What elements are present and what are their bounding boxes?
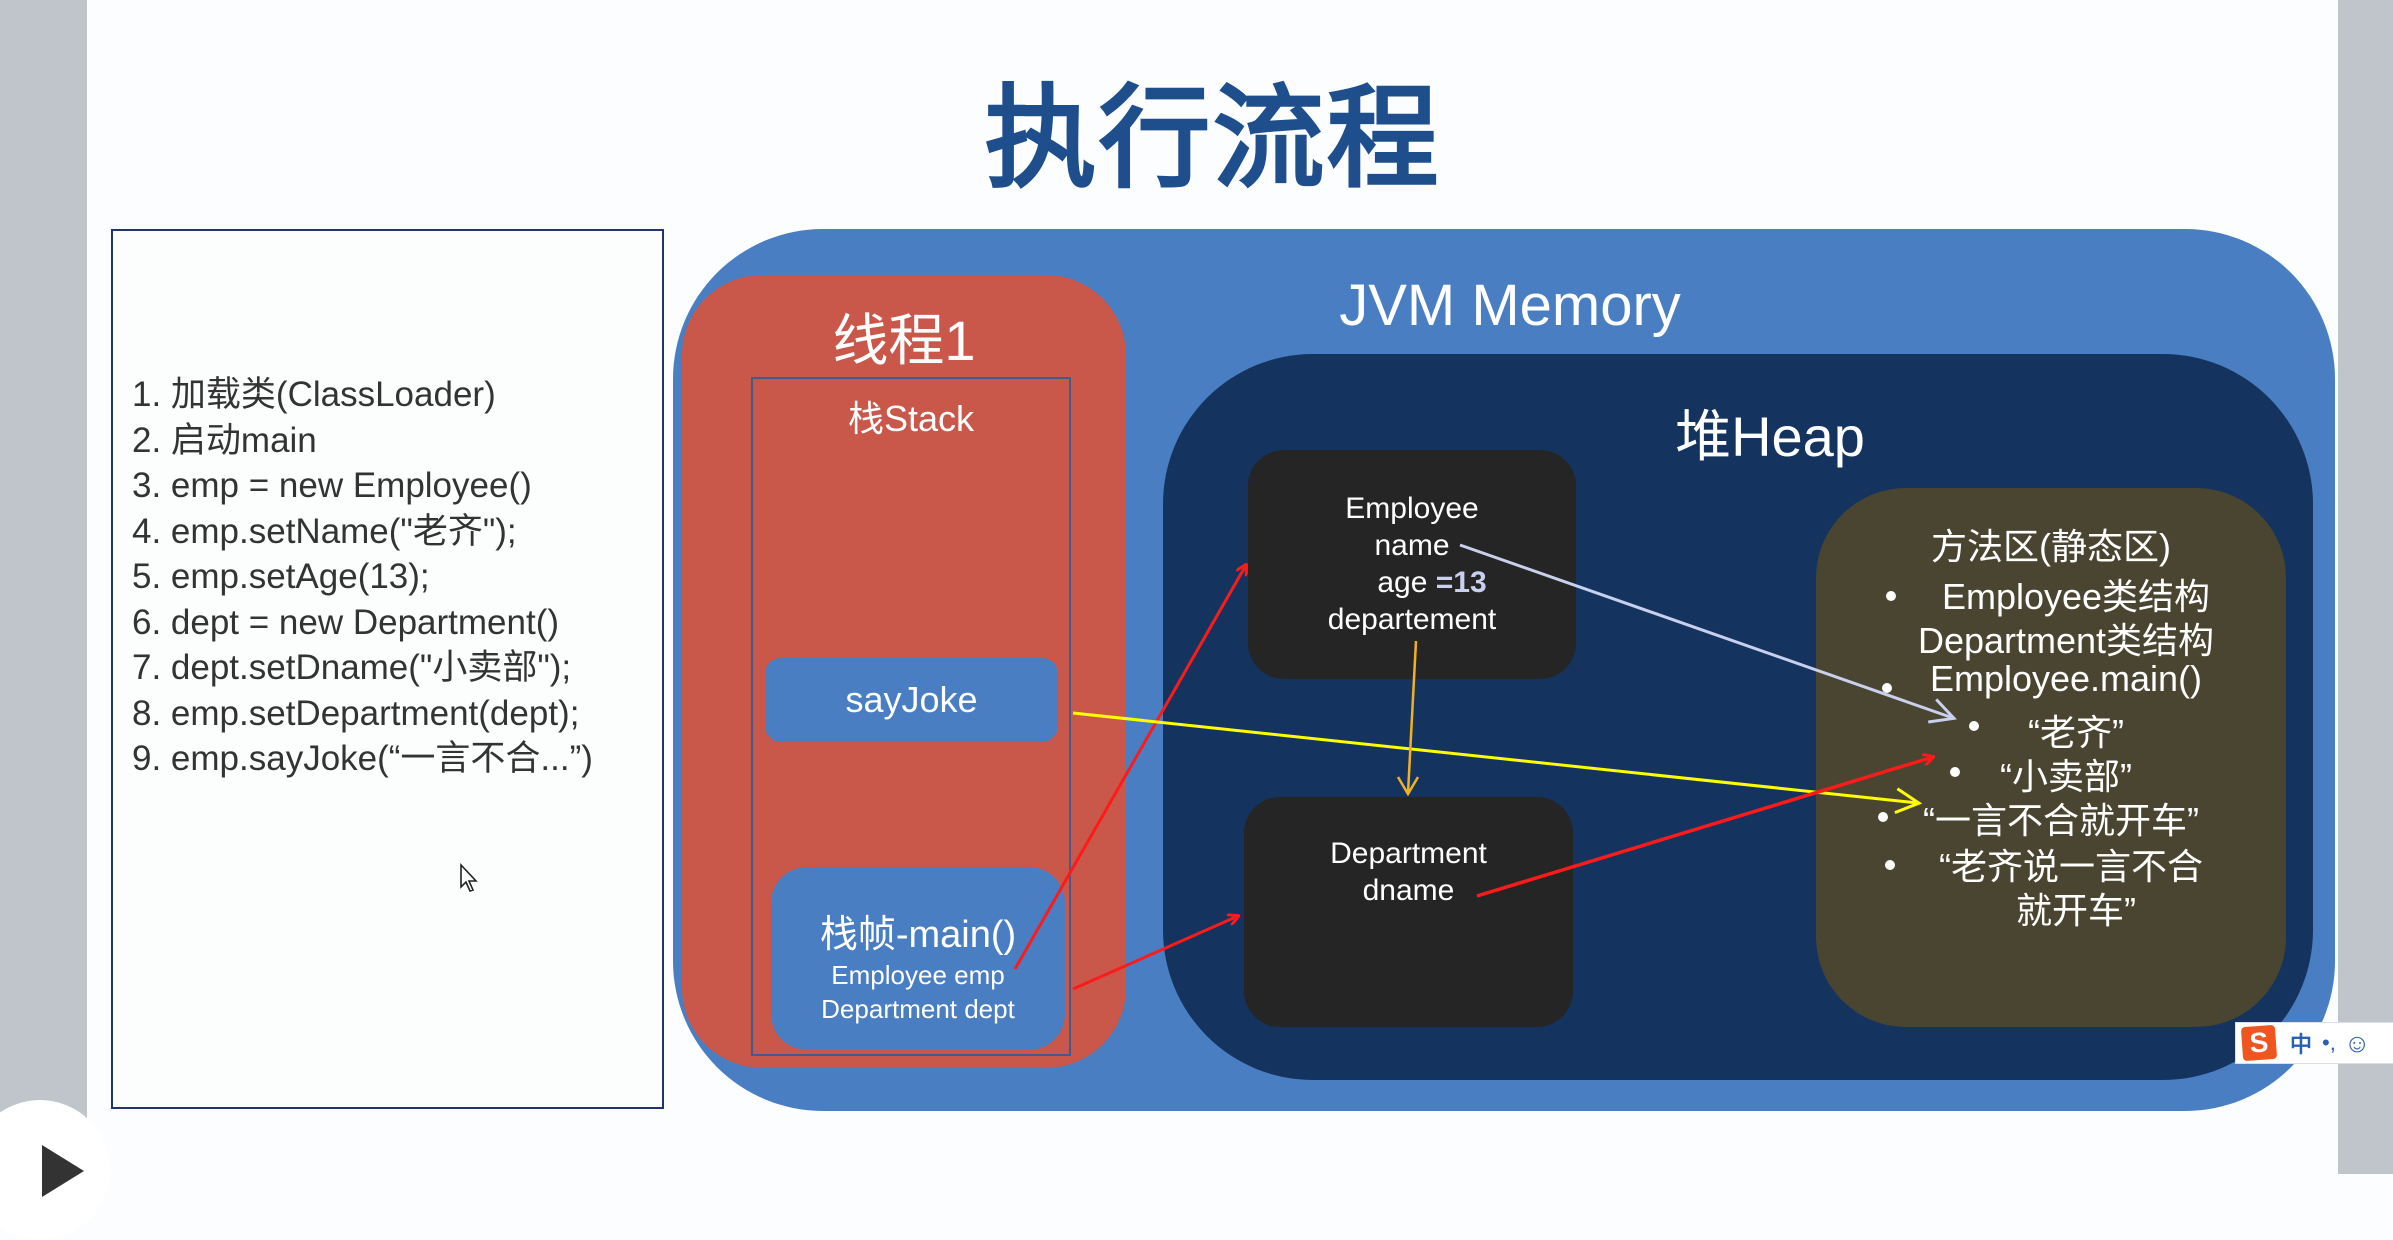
method-area: 方法区(静态区) Employee类结构 Department类结构 Emplo… (1816, 488, 2286, 1027)
employee-field-department: departement (1327, 603, 1497, 636)
stack-frame-sayjoke-label: sayJoke (845, 679, 978, 720)
ime-toolbar[interactable]: S 中 •, ☺ (2235, 1022, 2393, 1064)
steps-list: 1. 加载类(ClassLoader) 2. 启动main 3. emp = n… (132, 372, 593, 782)
stack-title: 栈Stack (847, 398, 975, 439)
slide-title: 执行流程 (984, 74, 1441, 204)
employee-field-name: name (1374, 529, 1450, 562)
method-item: “小卖部” (2000, 756, 2132, 797)
method-item: “老齐说一言不合 (1939, 846, 2203, 887)
step-item: 2. 启动main (132, 420, 317, 460)
bullet-icon (1950, 767, 1960, 777)
employee-field-age: age (1377, 566, 1428, 599)
department-class: Department (1330, 837, 1487, 870)
method-item: Department类结构 (1917, 620, 2215, 661)
method-item: “老齐” (2028, 712, 2124, 753)
step-item: 8. emp.setDepartment(dept); (132, 693, 580, 733)
method-item: Employee.main() (1929, 658, 2203, 699)
stack-frame-var-dept: Department dept (821, 994, 1015, 1024)
jvm-memory-title: JVM Memory (1339, 273, 1681, 338)
department-field-dname: dname (1362, 874, 1455, 907)
step-item: 7. dept.setDname("小卖部"); (132, 648, 572, 687)
thread-title: 线程1 (832, 309, 976, 372)
mouse-cursor-icon (460, 863, 478, 892)
method-item: Employee类结构 (1941, 576, 2211, 617)
stack-frame-main-title: 栈帧-main() (819, 914, 1017, 956)
step-item: 1. 加载类(ClassLoader) (132, 375, 496, 414)
heap-title: 堆Heap (1675, 405, 1865, 468)
department-object: Department dname (1244, 797, 1573, 1027)
sogou-logo-icon[interactable]: S (2240, 1024, 2278, 1062)
step-item: 5. emp.setAge(13); (132, 557, 430, 596)
step-item: 6. dept = new Department() (132, 602, 560, 642)
employee-age-value: =13 (1435, 566, 1487, 599)
employee-object: Employee name age =13 departement (1248, 450, 1576, 679)
step-item: 4. emp.setName("老齐"); (132, 511, 517, 551)
right-gutter (2338, 0, 2393, 1174)
step-item: 3. emp = new Employee() (132, 466, 532, 505)
stack-frame-var-emp: Employee emp (831, 960, 1005, 990)
stack-frame-main: 栈帧-main() Employee emp Department dept (771, 867, 1065, 1050)
ime-punctuation-toggle[interactable]: •, (2322, 1030, 2336, 1055)
left-gutter (0, 0, 87, 1174)
emoji-icon[interactable]: ☺ (2343, 1027, 2371, 1058)
step-item: 9. emp.sayJoke(“一言不合...”) (132, 739, 593, 778)
ime-language-toggle[interactable]: 中 (2290, 1032, 2313, 1057)
employee-class: Employee (1345, 492, 1479, 525)
play-icon[interactable] (42, 1145, 84, 1197)
stack-frame-sayjoke: sayJoke (765, 658, 1058, 742)
method-area-title: 方法区(静态区) (1931, 526, 2171, 567)
method-item: “一言不合就开车” (1923, 800, 2199, 841)
bullet-icon (1969, 721, 1979, 731)
steps-box (111, 229, 664, 1109)
method-item: 就开车” (2016, 890, 2136, 931)
